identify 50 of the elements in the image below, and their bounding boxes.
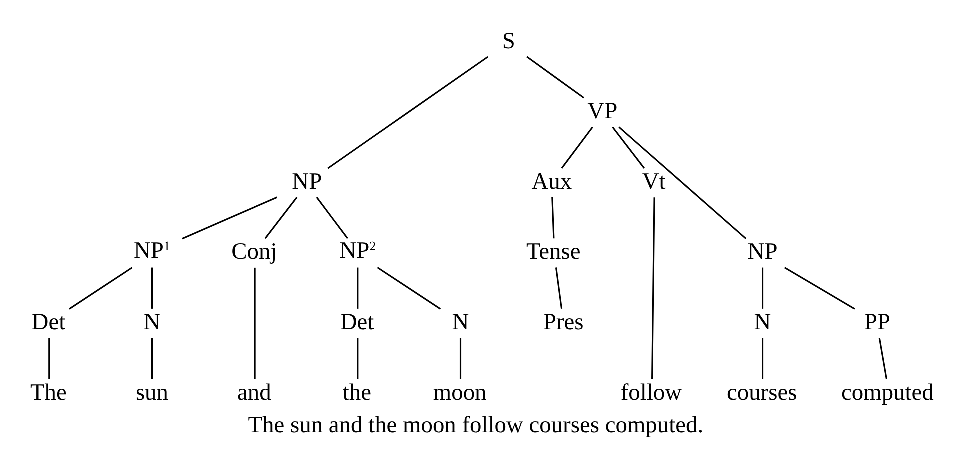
node-text: NP$^{1}$	[134, 238, 170, 264]
node-text: Aux	[532, 168, 572, 195]
node-text: The	[30, 380, 67, 406]
connector	[561, 126, 594, 169]
node-text: the	[342, 380, 372, 406]
node-text: N	[754, 309, 772, 336]
connector	[357, 268, 359, 309]
node-text: Det	[340, 309, 374, 336]
node-text: VP	[588, 98, 618, 125]
connector	[762, 268, 764, 309]
node-text: N	[144, 309, 161, 336]
node-text: NP$^{2}$	[340, 238, 376, 264]
connector	[460, 338, 462, 380]
connector	[552, 197, 555, 239]
node-text: Det	[32, 309, 66, 336]
connector	[878, 338, 888, 380]
connector	[48, 338, 50, 380]
connector	[784, 267, 856, 310]
connector	[652, 198, 656, 380]
connector	[377, 267, 442, 310]
connector	[762, 338, 764, 380]
node-text: Pres	[543, 309, 584, 336]
connector	[151, 268, 153, 309]
node-text: computed	[842, 380, 934, 406]
node-text: N	[452, 309, 470, 336]
connector	[182, 196, 278, 240]
caption: The sun and the moon follow courses computed.	[248, 412, 704, 438]
node-text: NP	[748, 239, 778, 266]
node-text: Vt	[642, 168, 666, 195]
connector	[264, 197, 298, 240]
node-text: and	[237, 380, 272, 406]
node-text: Conj	[232, 239, 278, 266]
node-text: Tense	[526, 239, 581, 266]
connector	[316, 197, 348, 240]
connector	[69, 267, 133, 310]
node-text: sun	[136, 380, 168, 406]
connector	[254, 268, 256, 380]
node-text: S	[502, 28, 516, 54]
connector	[618, 126, 747, 240]
node-text: courses	[726, 380, 798, 406]
connector	[526, 56, 584, 99]
node-text: moon	[433, 380, 487, 406]
connector	[151, 338, 153, 380]
node-text: follow	[620, 380, 682, 406]
node-text: PP	[864, 309, 890, 336]
connector	[357, 338, 359, 380]
connector	[328, 56, 489, 170]
connector	[555, 268, 563, 310]
connector	[612, 126, 645, 169]
node-text: NP	[292, 168, 322, 195]
